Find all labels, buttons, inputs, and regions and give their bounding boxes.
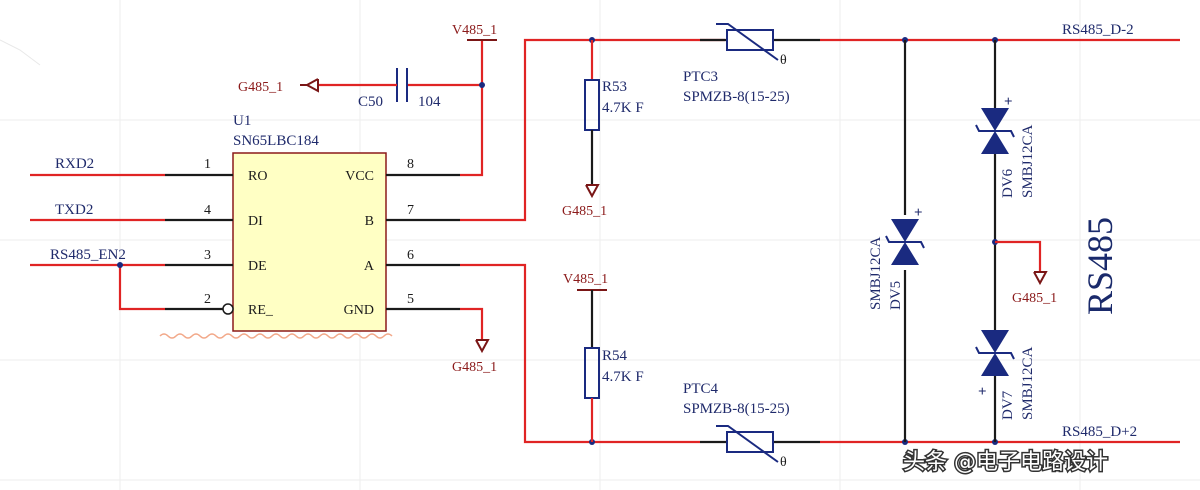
pin-number-2: 2	[204, 292, 211, 307]
net-label-d-minus: RS485_D-2	[1062, 22, 1134, 38]
u1-part: SN65LBC184	[233, 133, 319, 149]
junction-en	[117, 262, 123, 268]
dv5-triangle-up	[891, 242, 919, 265]
ptc3-slash	[716, 23, 779, 61]
pin-name-b: B	[365, 214, 374, 229]
ground-arrow-gnd	[475, 339, 490, 354]
pin-name-gnd: GND	[344, 303, 374, 318]
junction-c50	[479, 82, 485, 88]
dv5-value: SMBJ12CA	[868, 236, 884, 310]
dv6-bar	[975, 124, 1015, 138]
dv7-ref: DV7	[1000, 390, 1016, 420]
dv5-bar	[885, 235, 925, 249]
net-label-en: RS485_EN2	[50, 247, 126, 263]
wire-dv-mid-gnd	[995, 240, 1042, 272]
ground-label-dv-mid: G485_1	[1012, 291, 1057, 306]
dv5-ref: DV5	[888, 281, 904, 310]
r54-ref: R54	[602, 348, 628, 364]
dv7-bar	[975, 346, 1015, 360]
wire-vcc	[460, 40, 484, 177]
pin-name-re: RE_	[248, 303, 274, 318]
watermark: 头条 @电子电路设计	[903, 450, 1108, 475]
net-label-d-plus: RS485_D+2	[1062, 424, 1137, 440]
pin-number-3: 3	[204, 248, 211, 263]
pin-number-7: 7	[407, 203, 414, 218]
ground-label-c50: G485_1	[238, 80, 283, 95]
schematic-title: RS485	[1080, 217, 1120, 315]
dv7-triangle-down	[981, 330, 1009, 353]
dv5-triangle-down	[891, 219, 919, 242]
ptc4-theta: θ	[780, 455, 787, 470]
dv7-value: SMBJ12CA	[1020, 346, 1036, 420]
wire-a-line	[460, 263, 700, 444]
r54-value: 4.7K F	[602, 369, 644, 385]
u1-ref: U1	[233, 113, 251, 129]
pin-name-de: DE	[248, 259, 267, 274]
pin-number-5: 5	[407, 292, 414, 307]
ptc3-body	[726, 29, 774, 51]
pin-name-a: A	[364, 259, 375, 274]
wire-gnd	[460, 307, 484, 340]
u1-body	[232, 152, 387, 332]
net-label-txd: TXD2	[55, 202, 93, 218]
wire-b-line	[460, 38, 725, 222]
dv6-plus: +	[1004, 94, 1013, 110]
r54-body	[584, 347, 600, 399]
dv7-triangle-up	[981, 353, 1009, 376]
r53-value: 4.7K F	[602, 100, 644, 116]
c50-value: 104	[418, 94, 441, 110]
ptc3-ref: PTC3	[683, 69, 718, 85]
dv7-plus: +	[978, 384, 987, 400]
power-label-v485-top: V485_1	[452, 23, 497, 38]
u1-hatch	[159, 333, 393, 339]
pin-number-4: 4	[204, 203, 211, 218]
dv6-triangle-up	[981, 131, 1009, 154]
dv5-plus: +	[914, 205, 923, 221]
power-label-v485-r54: V485_1	[563, 272, 608, 287]
pin-number-8: 8	[407, 157, 414, 172]
ground-label-gnd: G485_1	[452, 360, 497, 375]
ptc4-body	[726, 431, 774, 453]
wire-en-to-re	[118, 265, 165, 311]
pin-number-6: 6	[407, 248, 414, 263]
r53-ref: R53	[602, 79, 627, 95]
ptc4-ref: PTC4	[683, 381, 719, 397]
dv6-triangle-down	[981, 108, 1009, 131]
pin-number-1: 1	[204, 157, 211, 172]
pin-name-vcc: VCC	[345, 169, 374, 184]
r53-body	[584, 79, 600, 131]
ptc3-value: SPMZB-8(15-25)	[683, 89, 790, 105]
ground-arrow-dv-mid	[1033, 271, 1048, 286]
ground-label-r53: G485_1	[562, 204, 607, 219]
net-label-rxd: RXD2	[55, 156, 94, 172]
ptc4-value: SPMZB-8(15-25)	[683, 401, 790, 417]
ground-arrow-c50	[304, 78, 319, 93]
c50-ref: C50	[358, 94, 383, 110]
dv6-ref: DV6	[1000, 168, 1016, 198]
ptc3-theta: θ	[780, 53, 787, 68]
pin-2-inversion-bubble	[222, 303, 234, 315]
ptc4-slash	[716, 425, 779, 463]
left-corner-arc	[0, 39, 41, 66]
pin-name-di: DI	[248, 214, 263, 229]
ground-arrow-r53	[585, 184, 600, 199]
dv6-value: SMBJ12CA	[1020, 124, 1036, 198]
pin-name-ro: RO	[248, 169, 267, 184]
